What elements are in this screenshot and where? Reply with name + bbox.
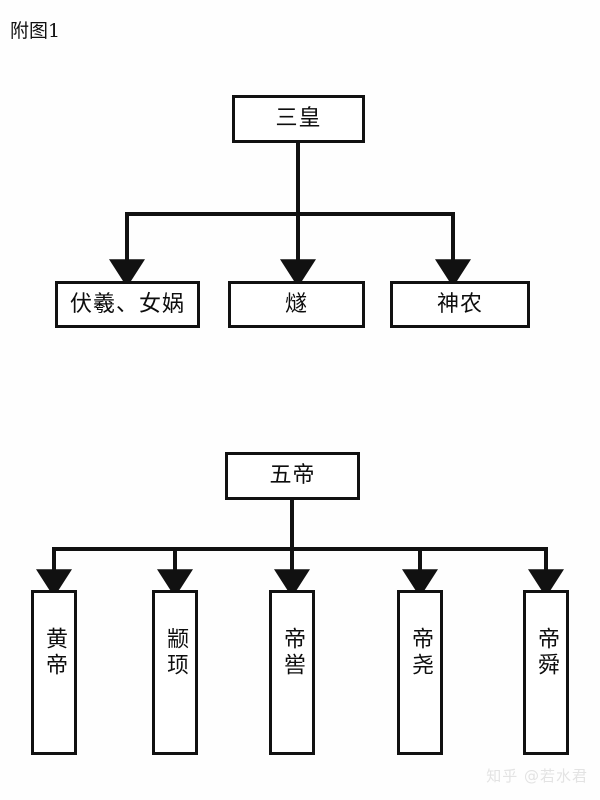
node-dishun: 帝舜 [523, 590, 569, 755]
watermark: 知乎 @若水君 [486, 767, 588, 785]
connector-group-five-emperors [36, 500, 564, 598]
figure-caption: 附图1 [10, 20, 61, 42]
node-suiren: 燧 [228, 281, 365, 328]
node-label: 颛顼 [163, 627, 188, 679]
node-label: 燧 [284, 291, 308, 317]
node-label: 黄帝 [42, 627, 67, 679]
node-three-sovereigns-root: 三皇 [232, 95, 365, 143]
node-label: 神农 [436, 291, 483, 317]
node-diyao: 帝尧 [397, 590, 443, 755]
node-huangdi: 黄帝 [31, 590, 77, 755]
node-diku: 帝喾 [269, 590, 315, 755]
node-label: 帝舜 [534, 627, 559, 679]
node-label: 帝尧 [408, 627, 433, 679]
node-fuxi-nuwa: 伏羲、女娲 [55, 281, 200, 328]
node-label: 三皇 [275, 106, 322, 131]
node-label: 五帝 [269, 463, 316, 488]
node-label: 帝喾 [280, 627, 305, 679]
node-label: 伏羲、女娲 [69, 291, 185, 317]
node-five-emperors-root: 五帝 [225, 452, 360, 500]
node-shennong: 神农 [390, 281, 530, 328]
connector-group-three-sovereigns [109, 143, 471, 288]
node-zhuanxu: 颛顼 [152, 590, 198, 755]
